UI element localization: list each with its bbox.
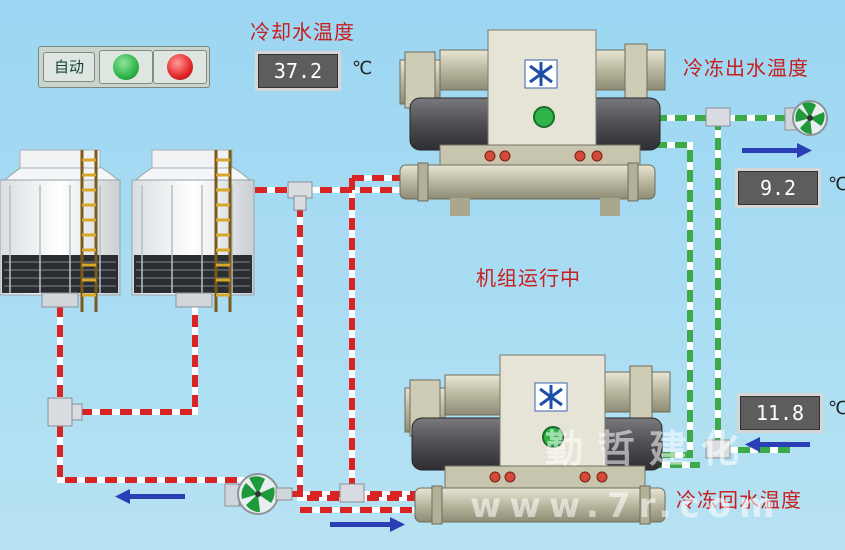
control-panel: 自动 xyxy=(38,46,210,88)
flow-arrow-icon xyxy=(115,143,812,532)
snowflake-logo-icon xyxy=(529,62,553,86)
watermark-line1: 勤哲建化 xyxy=(545,427,754,471)
pipe-tees xyxy=(47,107,731,507)
fan-icon xyxy=(241,476,275,512)
chilled-water-pump xyxy=(784,100,828,136)
unit-run-lamp-top xyxy=(533,106,555,128)
chiller-unit-bottom xyxy=(404,354,671,525)
cooling-water-temp-label: 冷却水温度 xyxy=(250,20,355,44)
chilled-out-temp-unit: ℃ xyxy=(828,174,845,195)
cooling-tower-left xyxy=(0,149,121,312)
fan-icon xyxy=(795,102,825,134)
stop-lamp-icon xyxy=(167,54,193,80)
cooling-water-pump xyxy=(224,473,293,515)
chilled-return-temp-label: 冷冻回水温度 xyxy=(676,488,802,512)
auto-mode-button[interactable]: 自动 xyxy=(43,52,95,82)
start-lamp-icon xyxy=(113,54,139,80)
chilled-return-temp-unit: ℃ xyxy=(828,398,845,419)
cooling-tower-right xyxy=(131,149,255,312)
unit-status-text: 机组运行中 xyxy=(476,266,581,290)
unit-run-lamp-bottom xyxy=(542,426,564,448)
watermark-line2: www.7r.com xyxy=(470,486,783,526)
chilled-return-temp-display: 11.8 xyxy=(737,393,823,433)
cooling-water-temp-unit: ℃ xyxy=(352,58,373,79)
chilled-out-temp-display: 9.2 xyxy=(735,168,821,208)
cooling-water-temp-display: 37.2 xyxy=(255,51,341,91)
stop-button[interactable] xyxy=(153,50,207,84)
start-button[interactable] xyxy=(99,50,153,84)
chiller-unit-top xyxy=(399,29,666,216)
chilled-out-temp-label: 冷冻出水温度 xyxy=(683,56,809,80)
